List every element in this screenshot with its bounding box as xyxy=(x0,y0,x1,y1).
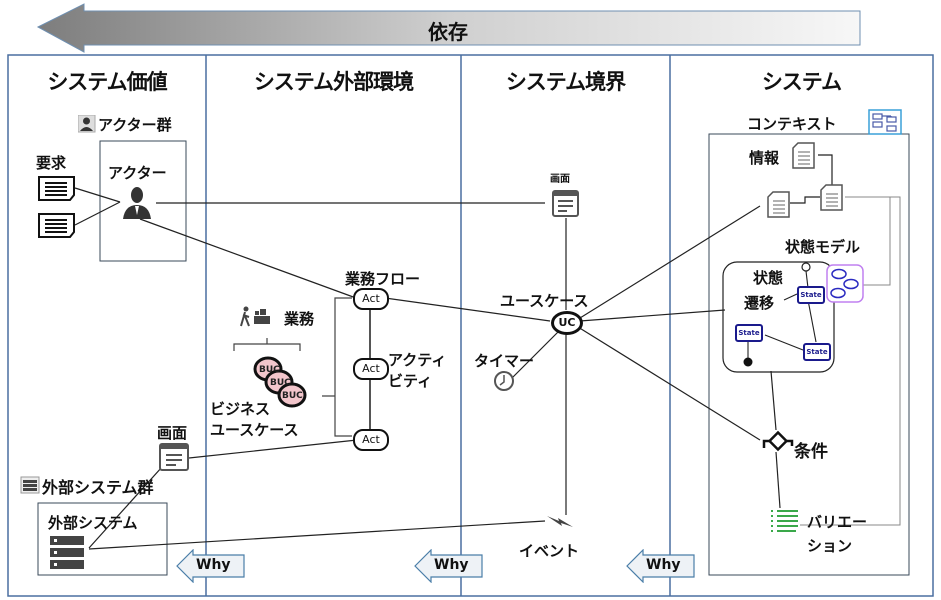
condition-label: 条件 xyxy=(794,442,828,462)
buc-text-2: BUC xyxy=(270,378,291,388)
entity-doc-icon-2[interactable] xyxy=(820,184,844,212)
requirement-doc-icon-2[interactable] xyxy=(38,213,76,239)
why-arrow-3[interactable]: Why xyxy=(646,557,681,573)
info-links xyxy=(790,154,833,204)
event-label: イベント xyxy=(519,542,580,560)
business-usecase-icons[interactable]: BUC BUC BUC xyxy=(250,355,314,413)
connectors xyxy=(74,187,781,550)
actor-box xyxy=(99,140,187,262)
why-arrow-2[interactable]: Why xyxy=(434,557,469,573)
actor-group-icon xyxy=(78,115,96,133)
entity-doc-icon-1[interactable] xyxy=(767,191,791,219)
business-label: 業務 xyxy=(284,310,315,328)
act-node-2[interactable]: Act xyxy=(353,358,389,380)
act-node-3[interactable]: Act xyxy=(353,429,389,451)
lane-title-system-boundary: システム境界 xyxy=(505,70,626,94)
actor-label: アクター xyxy=(108,164,167,182)
activity-bracket xyxy=(322,297,352,437)
requirement-label: 要求 xyxy=(36,154,67,172)
dependency-label: 依存 xyxy=(428,20,468,44)
why-arrow-3-shape xyxy=(626,549,695,583)
left-screen-label: 画面 xyxy=(157,424,188,442)
timer-label: タイマー xyxy=(474,352,535,370)
lane-title-external-environment: システム外部環境 xyxy=(253,70,414,94)
state-node-1[interactable]: State xyxy=(797,286,825,304)
actor-icon[interactable] xyxy=(120,185,156,221)
why-arrow-2-shape xyxy=(414,549,483,583)
variation-label-1: バリエー xyxy=(807,513,868,531)
activity-label-2: ビティ xyxy=(388,372,433,390)
context-icon[interactable] xyxy=(868,109,902,135)
requirement-doc-icon-1[interactable] xyxy=(38,176,76,202)
left-screen-icon[interactable] xyxy=(159,443,189,471)
initial-state xyxy=(801,262,811,272)
business-usecase-label-1: ビジネス xyxy=(210,400,271,418)
state-model-label: 状態モデル xyxy=(785,238,861,256)
business-flow-label: 業務フロー xyxy=(345,270,421,288)
final-state xyxy=(743,357,753,367)
why-arrow-1[interactable]: Why xyxy=(196,557,231,573)
usecase-label: ユースケース xyxy=(500,292,589,310)
variation-link xyxy=(800,196,901,526)
event-icon[interactable] xyxy=(545,513,575,531)
activity-label-1: アクティ xyxy=(388,351,447,369)
external-system-group-label: 外部システム群 xyxy=(42,478,154,497)
lane-title-system: システム xyxy=(761,70,842,94)
server-icon[interactable] xyxy=(50,536,86,570)
why-arrow-1-shape xyxy=(176,549,245,583)
lanes-frame xyxy=(7,54,934,597)
business-usecase-label-2: ユースケース xyxy=(210,421,299,439)
variation-icon[interactable] xyxy=(770,508,802,534)
variation-label-2: ション xyxy=(807,537,853,555)
lane-title-system-value: システム価値 xyxy=(47,70,167,94)
dependency-arrow xyxy=(36,3,861,53)
buc-text-3: BUC xyxy=(282,391,303,401)
timer-icon[interactable] xyxy=(493,370,515,392)
state-transition-label-1: 状態 xyxy=(753,269,784,287)
condition-icon[interactable] xyxy=(762,430,794,454)
buc-text-1: BUC xyxy=(259,365,280,375)
business-icon xyxy=(240,306,270,327)
external-system-group-icon xyxy=(20,476,40,494)
actor-group-label: アクター群 xyxy=(98,116,172,134)
act-node-1[interactable]: Act xyxy=(353,288,389,310)
state-node-2[interactable]: State xyxy=(735,324,763,342)
state-transition-label-2: 遷移 xyxy=(744,294,775,312)
context-box xyxy=(708,133,910,576)
state-model-box xyxy=(722,261,835,373)
external-system-label: 外部システム xyxy=(48,514,138,532)
external-system-box xyxy=(37,502,168,576)
boundary-screen-icon[interactable] xyxy=(552,190,580,218)
state-model-icon[interactable] xyxy=(826,264,864,304)
state-node-3[interactable]: State xyxy=(803,343,831,361)
boundary-screen-label: 画面 xyxy=(550,174,570,185)
usecase-node[interactable]: UC xyxy=(551,311,583,335)
information-doc-icon[interactable] xyxy=(792,142,816,170)
context-label: コンテキスト xyxy=(747,115,837,133)
business-bracket xyxy=(233,338,301,351)
information-label: 情報 xyxy=(749,149,780,167)
